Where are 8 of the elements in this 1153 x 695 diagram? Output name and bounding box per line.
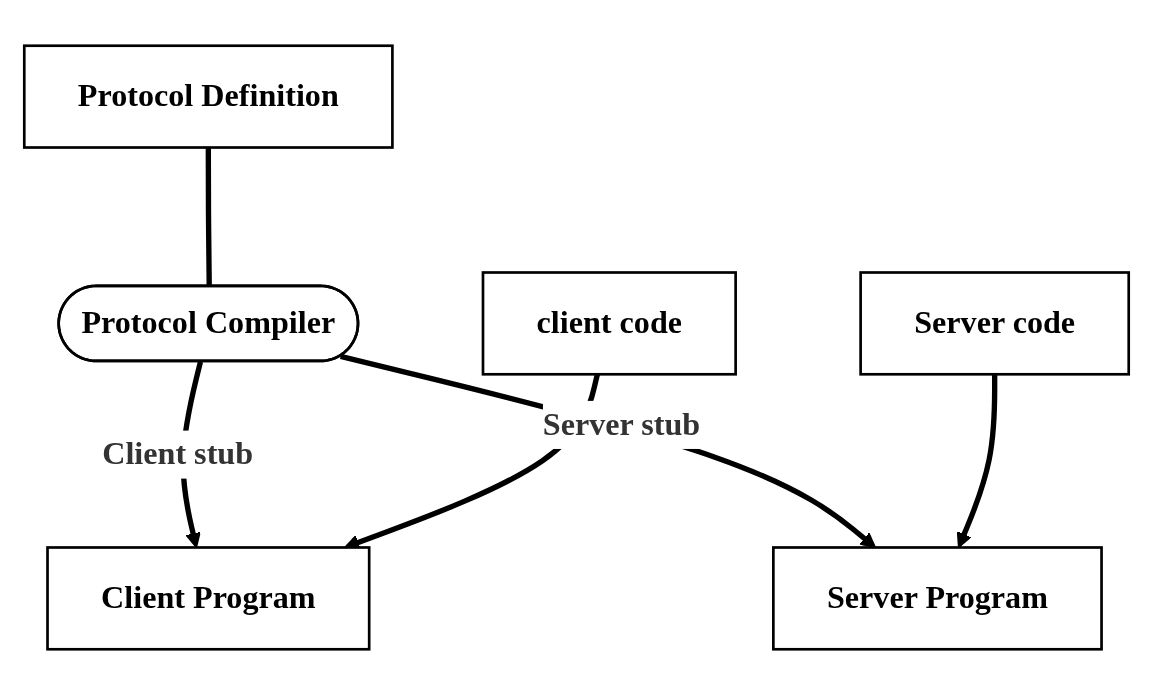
node-box: Server Program xyxy=(772,546,1103,651)
edge-label: Client stub xyxy=(102,435,254,472)
connector xyxy=(205,147,212,287)
node-box: Client Program xyxy=(46,546,371,651)
node-box: client code xyxy=(481,271,737,376)
node-box: Server code xyxy=(859,271,1131,376)
node-box: Protocol Definition xyxy=(22,44,394,149)
edge-label: Server stub xyxy=(542,406,701,442)
